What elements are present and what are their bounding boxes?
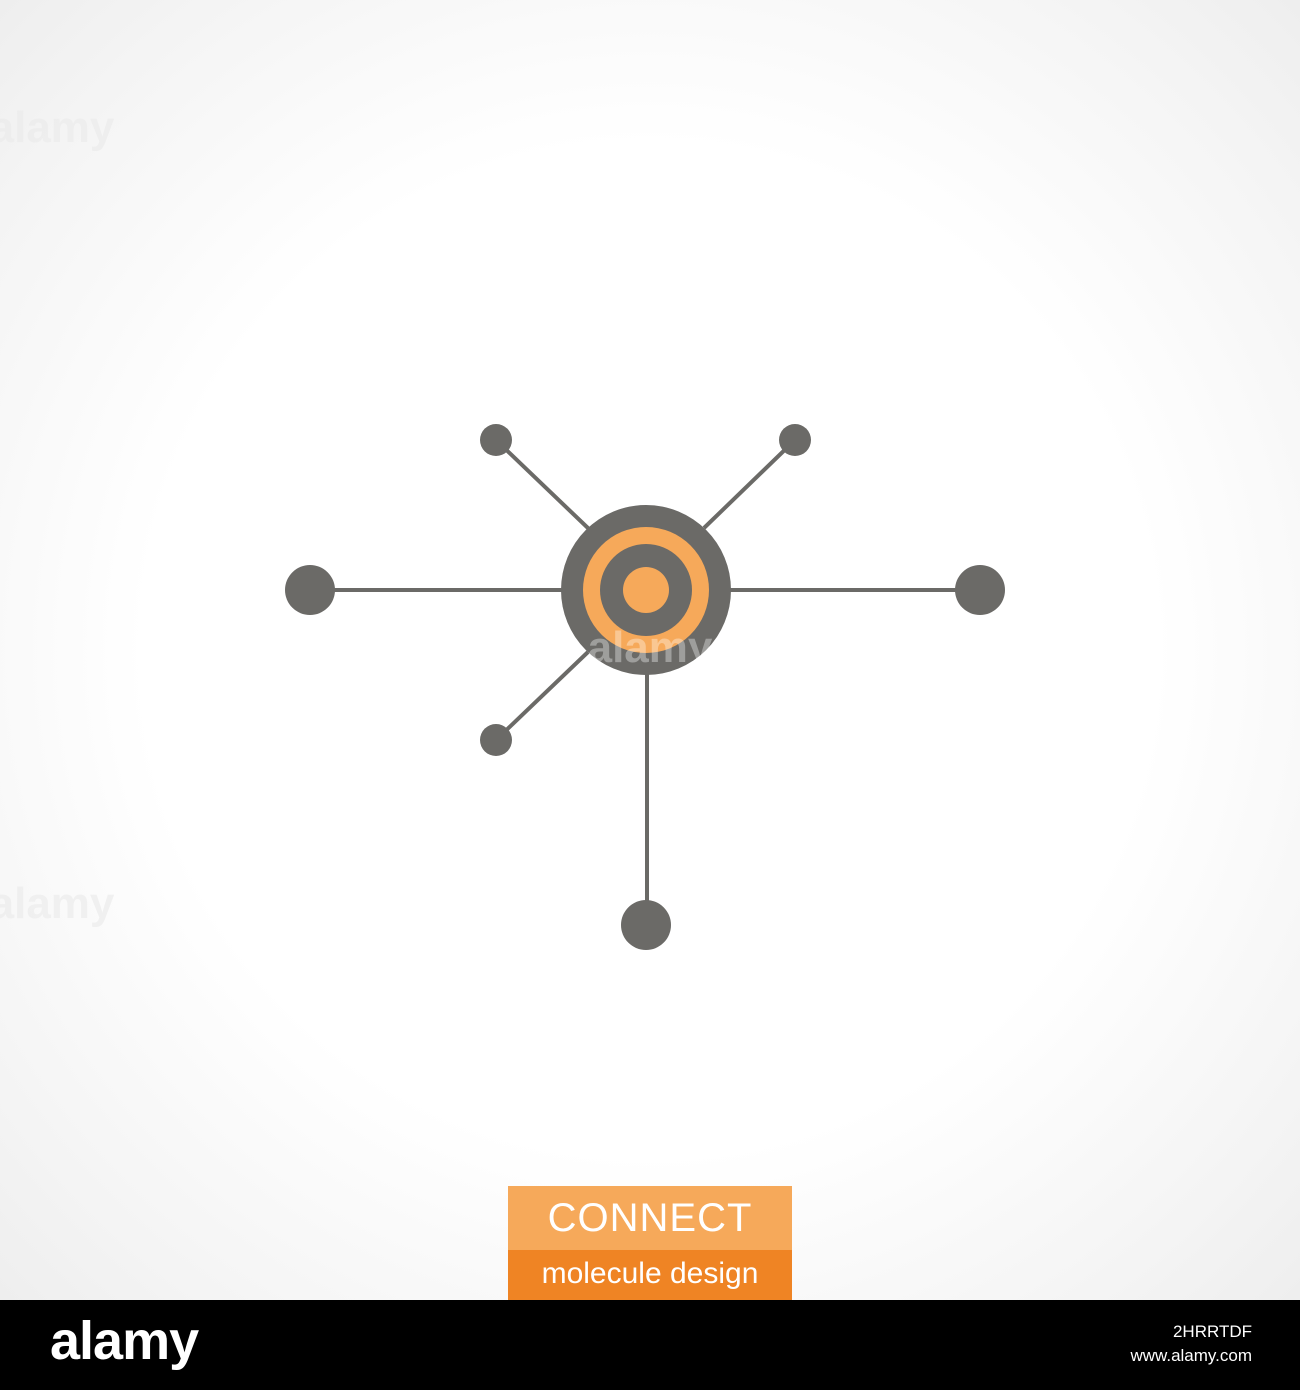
footer-bar: alamy 2HRRTDF www.alamy.com xyxy=(0,1300,1300,1390)
atom-upper-left xyxy=(480,424,512,456)
atom-upper-right xyxy=(779,424,811,456)
atom-lower-left xyxy=(480,724,512,756)
outer-atoms xyxy=(285,424,1005,950)
central-atom-core xyxy=(623,567,669,613)
central-atom xyxy=(561,505,731,675)
atom-right xyxy=(955,565,1005,615)
bond-upper-right xyxy=(702,438,797,530)
alamy-logo: alamy xyxy=(50,1311,199,1371)
atom-bottom xyxy=(621,900,671,950)
bond-lower-left xyxy=(494,650,590,742)
watermark-center: alamy xyxy=(588,623,713,672)
image-id: 2HRRTDF xyxy=(1172,1322,1252,1341)
watermark-mid-left: alamy xyxy=(0,879,115,928)
watermark-top-left: alamy xyxy=(0,103,115,152)
atom-left xyxy=(285,565,335,615)
watermark-group: alamy alamy alamy xyxy=(0,103,713,928)
footer-image-info: 2HRRTDF www.alamy.com xyxy=(1130,1320,1252,1368)
label-title: CONNECT xyxy=(508,1186,792,1250)
site-url: www.alamy.com xyxy=(1130,1346,1252,1365)
label-subtitle: molecule design xyxy=(508,1250,792,1300)
bond-upper-left xyxy=(494,438,592,532)
title-label: CONNECT molecule design xyxy=(508,1186,792,1300)
molecule-bonds xyxy=(310,438,980,925)
molecule-illustration: alamy alamy alamy xyxy=(0,103,1005,950)
